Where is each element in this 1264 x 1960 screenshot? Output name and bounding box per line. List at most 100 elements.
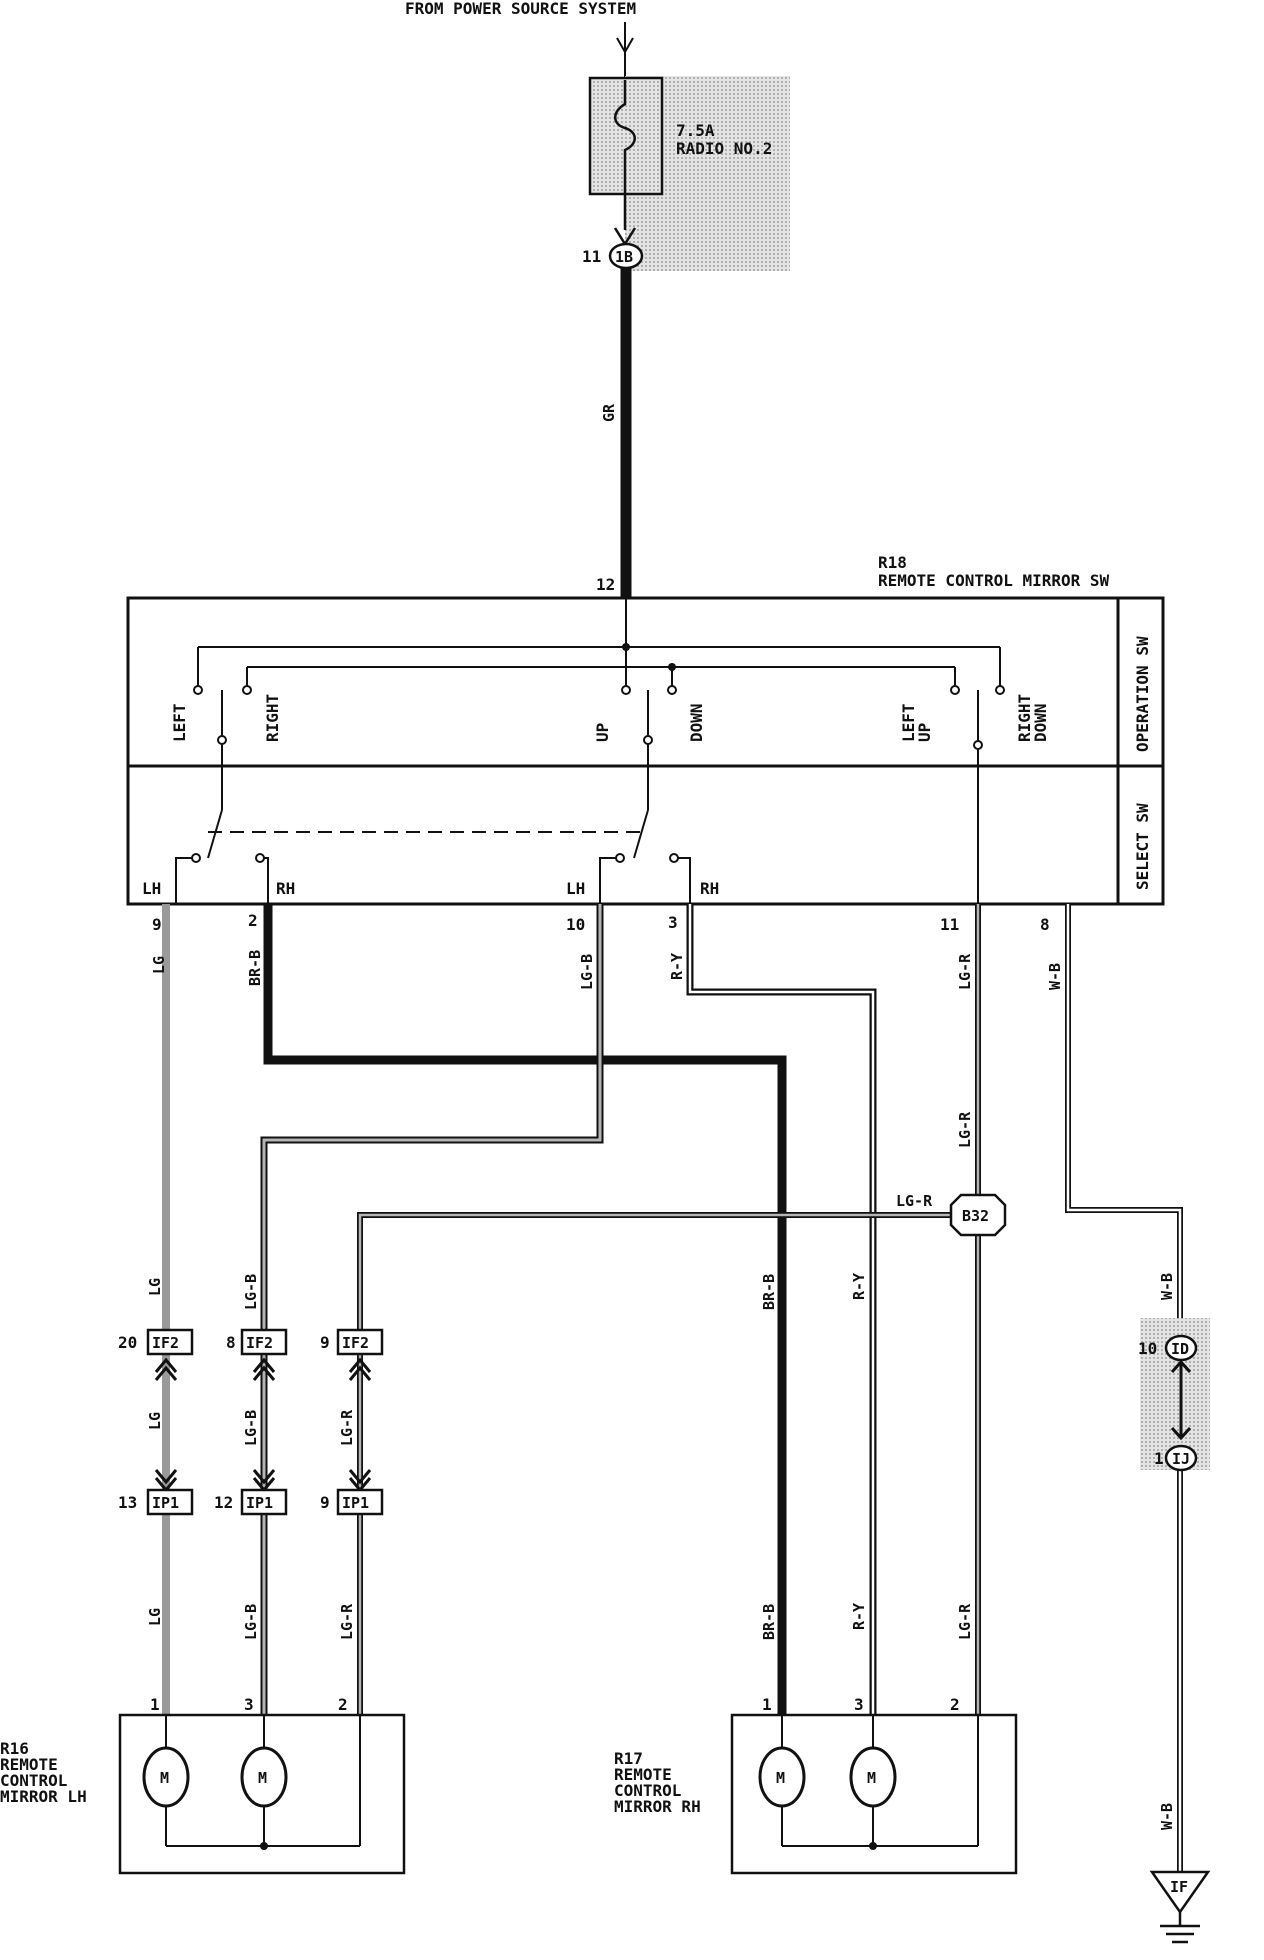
svg-text:IP1: IP1 xyxy=(246,1494,273,1512)
connector-if2-a: 20 IF2 xyxy=(118,1328,194,1356)
ground-point-if xyxy=(1149,1870,1211,1915)
mirror-lh-label: R16 REMOTE CONTROL MIRROR LH xyxy=(0,1739,87,1806)
wire-gr-label: GR xyxy=(600,403,618,422)
wire-label-lg-r-mid: LG-R xyxy=(956,1111,974,1148)
wire-label-rh1-a: BR-B xyxy=(760,1274,778,1310)
power-source-label: FROM POWER SOURCE SYSTEM xyxy=(405,0,636,18)
mirror-lh-pin-2: 2 xyxy=(338,1695,348,1714)
pin-9: 9 xyxy=(152,915,162,934)
select-rh-1: RH xyxy=(276,879,295,898)
mirror-rh-pin-1: 1 xyxy=(762,1695,772,1714)
svg-text:IF2: IF2 xyxy=(342,1334,369,1352)
position-left-up-line2: UP xyxy=(915,723,934,742)
mirror-rh-pin-2: 2 xyxy=(950,1695,960,1714)
power-arrow xyxy=(616,22,634,80)
wire-label-lh1-a: LG xyxy=(146,1278,164,1296)
switch-input-pin: 12 xyxy=(596,575,615,594)
wire-label-w-b-ground-lower: W-B xyxy=(1158,1803,1176,1830)
wire-label-lg-top: LG xyxy=(150,956,168,974)
svg-text:1: 1 xyxy=(1154,1449,1164,1468)
pin-10: 10 xyxy=(566,915,585,934)
mirror-lh-box xyxy=(118,1713,406,1875)
connector-ip1-b: 12 IP1 xyxy=(214,1488,288,1516)
wire-lg-b xyxy=(260,904,604,1715)
svg-text:MIRROR LH: MIRROR LH xyxy=(0,1787,87,1806)
svg-text:M: M xyxy=(867,1769,876,1787)
fuse-rating: 7.5A xyxy=(676,121,715,140)
mirror-rh-motor-1-icon: M xyxy=(758,1746,806,1808)
ground-junction-id: 10 ID xyxy=(1138,1334,1198,1362)
mirror-rh-motor-2-icon: M xyxy=(849,1746,897,1808)
switch-name: REMOTE CONTROL MIRROR SW xyxy=(878,571,1110,590)
wire-label-lh1-c: LG xyxy=(146,1608,164,1626)
fuse-connector-id: 1B xyxy=(615,248,633,266)
wire-label-lh3-c: LG-R xyxy=(338,1603,356,1640)
pin-2: 2 xyxy=(248,911,258,930)
connector-ip1-a: 13 IP1 xyxy=(118,1488,194,1516)
svg-text:IP1: IP1 xyxy=(342,1494,369,1512)
mirror-lh-pin-1: 1 xyxy=(150,1695,160,1714)
wire-lg-r-branch xyxy=(357,1212,978,1715)
select-lh-2: LH xyxy=(566,879,585,898)
svg-text:IJ: IJ xyxy=(1172,1450,1190,1468)
wire-label-w-b-top: W-B xyxy=(1046,963,1064,990)
fuse-icon xyxy=(614,80,636,230)
svg-text:10: 10 xyxy=(1138,1339,1157,1358)
position-right-down-line2: DOWN xyxy=(1031,703,1050,742)
wire-label-lh2-a: LG-B xyxy=(242,1274,260,1310)
svg-text:13: 13 xyxy=(118,1493,137,1512)
svg-text:CONTROL: CONTROL xyxy=(614,1781,681,1800)
select-sw-label: SELECT SW xyxy=(1133,803,1152,890)
switch-junction-dots xyxy=(622,643,676,671)
operation-sw-label: OPERATION SW xyxy=(1133,636,1152,752)
wire-w-b xyxy=(1065,904,1183,1890)
svg-text:REMOTE: REMOTE xyxy=(614,1765,672,1784)
svg-text:REMOTE: REMOTE xyxy=(0,1755,58,1774)
connector-if2-c: 9 IF2 xyxy=(320,1328,384,1356)
svg-text:20: 20 xyxy=(118,1333,137,1352)
switch-contact-terminals xyxy=(191,685,1005,863)
splice-id: B32 xyxy=(962,1207,989,1225)
mirror-rh-internal-wiring xyxy=(781,1715,979,1847)
mirror-rh-junction xyxy=(869,1842,877,1850)
position-left: LEFT xyxy=(170,703,189,742)
svg-text:8: 8 xyxy=(226,1333,236,1352)
pin-8: 8 xyxy=(1040,915,1050,934)
mirror-rh-pin-3: 3 xyxy=(854,1695,864,1714)
wire-br-b xyxy=(263,904,787,1715)
svg-text:M: M xyxy=(776,1769,785,1787)
svg-text:9: 9 xyxy=(320,1333,330,1352)
wire-r-y xyxy=(686,904,877,1715)
svg-text:IF2: IF2 xyxy=(152,1334,179,1352)
position-up: UP xyxy=(593,723,612,742)
wire-label-lh2-c: LG-B xyxy=(242,1604,260,1640)
wire-label-rh1-b: BR-B xyxy=(760,1604,778,1640)
operation-switch-wiring xyxy=(175,598,1001,904)
wire-label-lh3-b: LG-R xyxy=(338,1409,356,1446)
svg-text:R16: R16 xyxy=(0,1739,29,1758)
ground-point-label: IF xyxy=(1170,1878,1188,1896)
wire-label-lh2-b: LG-B xyxy=(242,1410,260,1446)
mirror-rh-label: R17 REMOTE CONTROL MIRROR RH xyxy=(614,1749,701,1816)
wire-label-splice-branch: LG-R xyxy=(896,1192,933,1210)
wire-label-rh2-b: R-Y xyxy=(850,1603,868,1630)
pin-11: 11 xyxy=(940,915,959,934)
svg-text:12: 12 xyxy=(214,1493,233,1512)
svg-text:MIRROR RH: MIRROR RH xyxy=(614,1797,701,1816)
wire-label-lh1-b: LG xyxy=(146,1412,164,1430)
ground-icon xyxy=(1160,1912,1200,1944)
position-right-down-line1: RIGHT xyxy=(1015,694,1034,742)
svg-text:M: M xyxy=(258,1769,267,1787)
svg-text:CONTROL: CONTROL xyxy=(0,1771,67,1790)
switch-code: R18 xyxy=(878,553,907,572)
select-rh-2: RH xyxy=(700,879,719,898)
wire-label-rh3-b: LG-R xyxy=(956,1603,974,1640)
mirror-lh-junction xyxy=(260,1842,268,1850)
fuse-name: RADIO NO.2 xyxy=(676,139,772,158)
svg-text:9: 9 xyxy=(320,1493,330,1512)
connector-ip1-c: 9 IP1 xyxy=(320,1488,384,1516)
switch-outer-box xyxy=(126,596,1165,906)
mirror-lh-pin-3: 3 xyxy=(244,1695,254,1714)
position-right: RIGHT xyxy=(263,694,282,742)
